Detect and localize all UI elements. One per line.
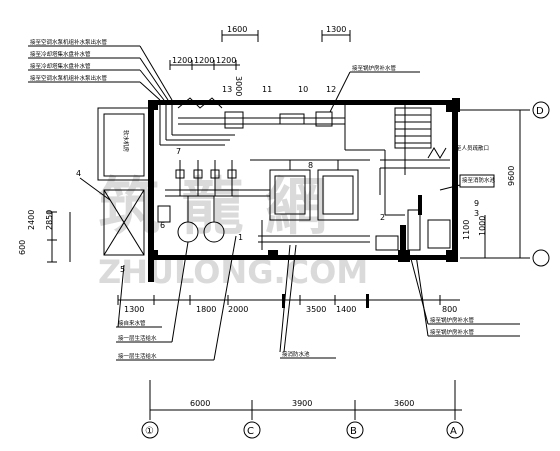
tag-3: 3 — [474, 209, 479, 218]
top-right-labels: 接至锅炉房补水管 13 11 10 12 — [222, 64, 420, 113]
label-soft-water-room: 软水机房 — [122, 130, 130, 153]
dim-left-2: 2850 — [45, 210, 54, 230]
dim-right-1: 9600 — [507, 166, 516, 186]
bottom-dimension-group: 1300 1800 2000 3500 1400 800 — [117, 294, 460, 314]
axis-b: B — [350, 426, 357, 437]
axis-d: D — [536, 106, 544, 117]
label-top-left-3: 接至冷却塔集水盘补水管 — [30, 62, 91, 70]
label-bottom-3: 接一层生活给水 — [118, 352, 157, 360]
dim-axis-3: 3600 — [394, 399, 414, 408]
top-left-labels: 接至空调水泵机组补水泵出水管 接至冷却塔集水盘补水管 接至冷却塔集水盘补水管 接… — [28, 38, 173, 101]
tag-6: 6 — [160, 221, 165, 230]
label-bottom-1: 接自来水管 — [118, 319, 146, 327]
walls — [148, 98, 460, 282]
tag-2: 2 — [380, 213, 385, 222]
axis-c: C — [247, 426, 254, 437]
dim-axis-1: 6000 — [190, 399, 210, 408]
tag-5: 5 — [120, 265, 125, 274]
label-right-2: 接至消防水池 — [462, 176, 496, 184]
dim-top-1: 1600 — [227, 25, 247, 34]
axis-a: A — [450, 426, 457, 437]
top-dimension-group: 1600 1300 1200 1200 1200 3000 — [169, 25, 351, 96]
watermark-cn: 筑 龍 網 — [98, 170, 327, 243]
dim-bottom-2: 1800 — [196, 305, 216, 314]
dim-bottom-6: 800 — [442, 305, 457, 314]
label-top-left-1: 接至空调水泵机组补水泵出水管 — [30, 38, 108, 46]
tag-7: 7 — [176, 147, 181, 156]
tag-10: 10 — [298, 85, 308, 94]
dim-bottom-3: 2000 — [228, 305, 248, 314]
right-dimension-group: 9600 1100 1000 D — [460, 101, 550, 267]
dim-top-4: 1200 — [194, 56, 214, 65]
right-labels: 至人员疏散口 接至消防水池 9 3 2 1 7 8 6 5 — [120, 144, 496, 274]
dim-bottom-5: 1400 — [336, 305, 356, 314]
label-top-left-2: 接至冷却塔集水盘补水管 — [30, 50, 91, 58]
label-top-right: 接至锅炉房补水管 — [352, 64, 397, 72]
dim-top-5: 1200 — [216, 56, 236, 65]
dim-left-3: 600 — [18, 240, 27, 255]
label-bottom-4: 接消防水池 — [282, 350, 310, 358]
tag-12: 12 — [326, 85, 336, 94]
label-rb-1: 接至锅炉房补水管 — [430, 316, 475, 324]
axis-1: ① — [145, 426, 154, 437]
dim-right-3: 1000 — [478, 216, 487, 236]
dim-axis-2: 3900 — [292, 399, 312, 408]
right-bottom-labels: 接至锅炉房补水管 接至锅炉房补水管 — [409, 254, 520, 337]
dim-right-2: 1100 — [462, 220, 471, 240]
tag-1: 1 — [238, 233, 243, 242]
dim-bottom-4: 3500 — [306, 305, 326, 314]
label-right-1: 至人员疏散口 — [456, 144, 489, 152]
tag-8: 8 — [308, 161, 313, 170]
tag-9: 9 — [474, 199, 479, 208]
label-rb-2: 接至锅炉房补水管 — [430, 328, 475, 336]
soft-water-room: 软水机房 4 — [76, 107, 151, 256]
bottom-labels: 接自来水管 接一层生活给水 接一层生活给水 接消防水池 — [116, 235, 336, 361]
label-top-left-4: 接至空调水泵机组补水泵出水管 — [30, 74, 108, 82]
tag-4: 4 — [76, 169, 81, 178]
axis-grid: 6000 3900 3600 ① C B A — [141, 380, 464, 439]
dim-top-6: 3000 — [234, 76, 243, 96]
tag-13: 13 — [222, 85, 232, 94]
dim-left-1: 2400 — [27, 210, 36, 230]
dim-top-2: 1300 — [326, 25, 346, 34]
label-bottom-2: 接一层生活给水 — [118, 334, 157, 342]
dim-bottom-1: 1300 — [124, 305, 144, 314]
left-dimension-group: 2400 2850 600 — [18, 210, 71, 263]
dim-top-3: 1200 — [172, 56, 192, 65]
tag-11: 11 — [262, 85, 272, 94]
watermark: 筑 龍 網 ZHULONG.COM — [98, 170, 368, 291]
